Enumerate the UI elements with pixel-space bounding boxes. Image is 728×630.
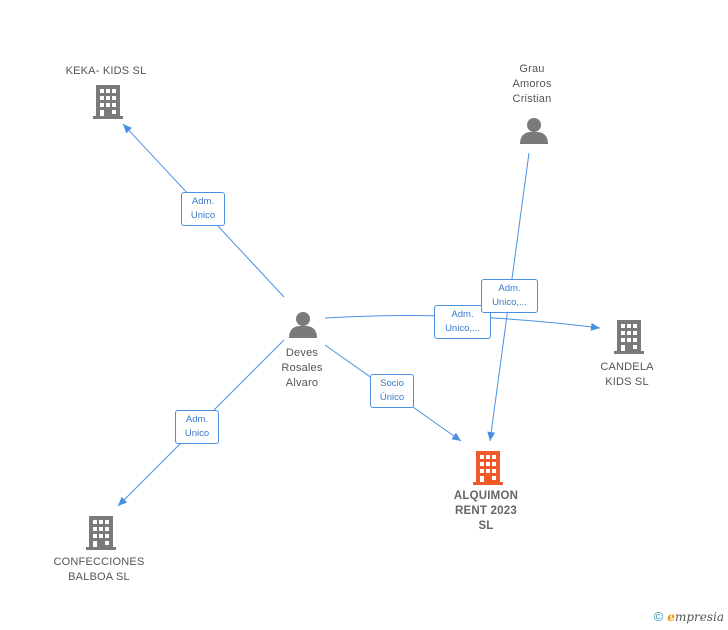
edge-label-deves-alquimon: Socio Único [370,374,414,408]
edge-label-deves-confecciones: Adm. Unico [175,410,219,444]
node-label-alquimon[interactable]: ALQUIMON RENT 2023 SL [453,490,519,532]
brand-logo[interactable]: © empresia [654,609,724,624]
brand-name: empresia [667,609,724,624]
node-label-candela[interactable]: CANDELA KIDS SL [600,361,654,388]
copyright-symbol: © [653,609,664,624]
node-label-keka[interactable]: KEKA- KIDS SL [65,65,147,77]
edge-label-grau-alquimon: Adm. Unico,... [481,279,538,313]
person-icon[interactable] [520,118,548,144]
building-icon[interactable] [93,85,123,119]
node-label-grau[interactable]: Grau Amoros Cristian [512,63,552,105]
edge-label-deves-candela: Adm. Unico,... [434,305,491,339]
node-label-confecciones[interactable]: CONFECCIONES BALBOA SL [53,556,145,583]
edge-label-deves-keka: Adm. Unico [181,192,225,226]
building-icon[interactable] [614,320,644,354]
building-icon[interactable] [86,516,116,550]
person-icon[interactable] [289,312,317,338]
building-icon[interactable] [473,451,503,485]
node-label-deves[interactable]: Deves Rosales Alvaro [281,347,323,389]
